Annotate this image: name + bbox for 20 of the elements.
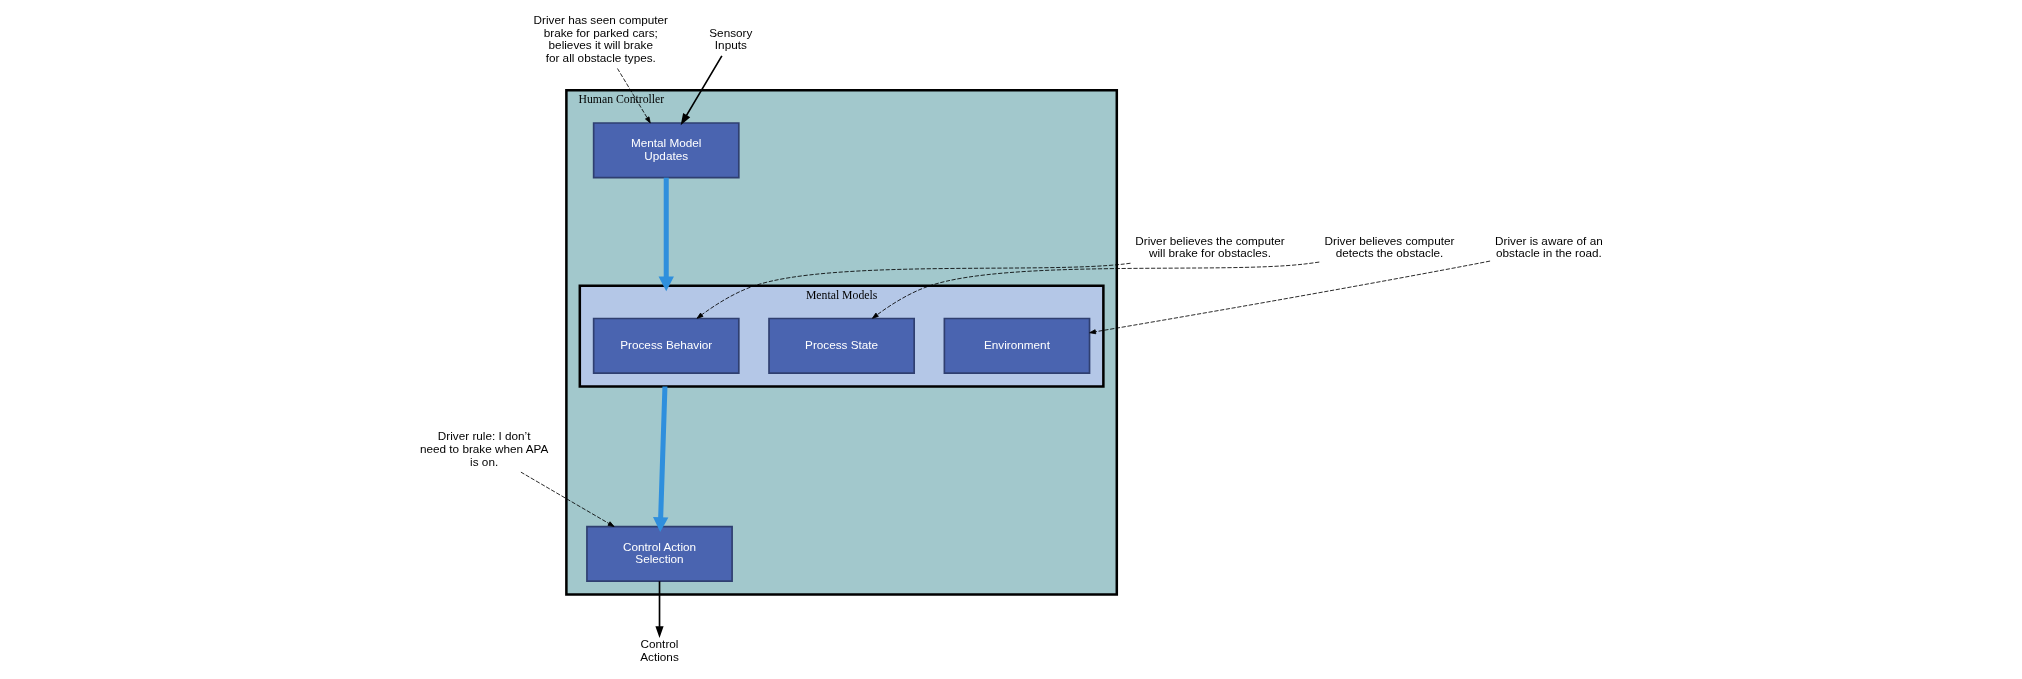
arrow: [658, 177, 674, 292]
node-text: Control Actions: [639, 637, 679, 664]
node-box: Control Action Selection: [585, 525, 733, 582]
arrow: [654, 580, 664, 638]
arrow: [1088, 260, 1490, 335]
arrow: [652, 386, 668, 532]
arrow: [680, 55, 723, 126]
node-box: Environment: [943, 317, 1090, 374]
node-box: Process State: [767, 317, 915, 374]
node-text: Driver believes computer detects the obstacle.: [1324, 233, 1454, 260]
arrow: [696, 262, 1131, 319]
node-text: Driver believes the computer will brake for obstacles.: [1134, 233, 1285, 260]
arrow: [871, 261, 1320, 319]
node-box: Process Behavior: [592, 317, 740, 374]
node-text: Driver rule: I don’t need to brake when APA is on.: [419, 429, 548, 468]
node-text: Sensory Inputs: [708, 25, 752, 52]
arrow: [520, 471, 614, 527]
node-text: Driver has seen computer brake for parked cars; believes it will brake for all obstacle types.: [533, 13, 668, 64]
node-text: Driver is aware of an obstacle in the road.: [1494, 233, 1603, 260]
node-box: Mental Model Updates: [592, 122, 740, 179]
